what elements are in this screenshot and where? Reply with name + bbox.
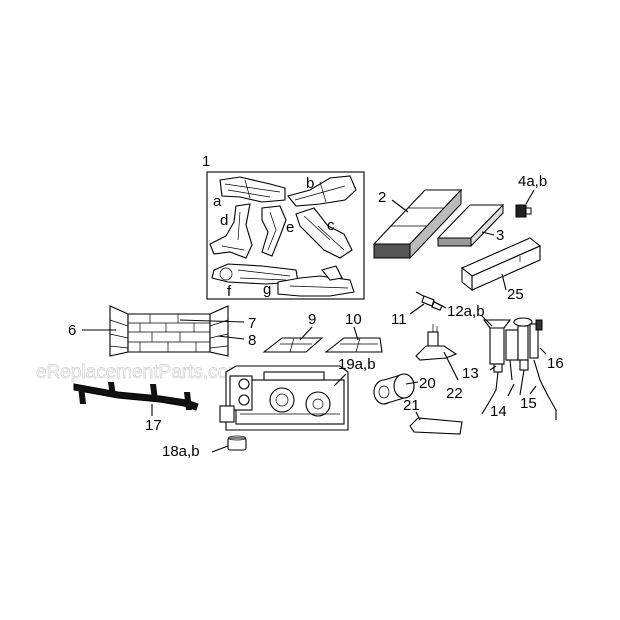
callout-15: 15: [520, 395, 537, 412]
callout-14: 14: [490, 403, 507, 420]
part-17-burner: [73, 382, 199, 411]
part-10-ember-pan: [324, 337, 383, 353]
part-22-thermodisc: [415, 324, 458, 361]
leader-13: [489, 365, 497, 371]
part-9-ember-pan: [262, 337, 324, 353]
callout-12: 12a,b: [447, 303, 485, 320]
callout-2: 2: [378, 189, 386, 206]
log-e: [261, 205, 287, 257]
part-11-igniter: [415, 291, 447, 311]
callout-1: 1: [202, 153, 210, 170]
leader-7: [179, 319, 245, 323]
callout-18: 18a,b: [162, 443, 200, 460]
part-25-bracket: [460, 237, 542, 292]
part-4-screw: [515, 204, 532, 218]
leader-3: [481, 231, 495, 236]
log-set-frame: [206, 171, 365, 300]
log-set: [206, 171, 365, 300]
leader-18: [211, 445, 229, 453]
leader-12: [481, 315, 493, 327]
part-18-cap: [227, 435, 247, 451]
log-c: [295, 207, 353, 259]
leader-14: [507, 383, 515, 397]
leader-19: [333, 373, 347, 387]
callout-25: 25: [507, 286, 524, 303]
callout-c: c: [327, 217, 335, 234]
log-d: [209, 203, 253, 259]
callout-21: 21: [403, 397, 420, 414]
callout-3: 3: [496, 227, 504, 244]
callout-4: 4a,b: [518, 173, 547, 190]
log-g: [277, 265, 355, 297]
leader-21: [415, 411, 421, 421]
log-a: [219, 176, 286, 203]
brick-liner: [109, 305, 229, 357]
callout-8: 8: [248, 332, 256, 349]
callout-11: 11: [391, 311, 407, 328]
part-21-plate: [409, 417, 463, 435]
callout-b: b: [306, 175, 314, 192]
callout-10: 10: [345, 311, 362, 328]
leader-9: [299, 326, 313, 341]
callout-9: 9: [308, 311, 316, 328]
part-19-valve: [219, 365, 349, 431]
callout-19: 19a,b: [338, 356, 376, 373]
watermark: eReplacementParts.com: [36, 362, 244, 383]
part-3-panel: [436, 203, 505, 248]
leader-2: [391, 199, 409, 213]
part-20-knob: [373, 373, 415, 405]
leader-10: [353, 326, 359, 341]
leader-15: [529, 385, 537, 395]
leader-20: [405, 381, 419, 385]
callout-6: 6: [68, 322, 76, 339]
callout-20: 20: [419, 375, 436, 392]
callout-16: 16: [547, 355, 564, 372]
callout-e: e: [286, 219, 294, 236]
leader-8: [217, 335, 245, 340]
callout-g: g: [263, 281, 271, 298]
log-b: [287, 175, 357, 207]
leader-11: [409, 303, 425, 315]
callout-17: 17: [145, 417, 162, 434]
part-2-panel: [372, 188, 463, 260]
callout-22: 22: [446, 385, 463, 402]
leader-25: [501, 273, 507, 291]
callout-f: f: [227, 283, 232, 300]
callout-13: 13: [462, 365, 479, 382]
callout-7: 7: [248, 315, 256, 332]
leader-16: [539, 347, 547, 355]
leader-4: [525, 189, 535, 205]
pilot-assembly: [481, 317, 557, 420]
leader-22: [443, 351, 459, 381]
callout-a: a: [213, 193, 222, 210]
callout-d: d: [220, 212, 228, 229]
